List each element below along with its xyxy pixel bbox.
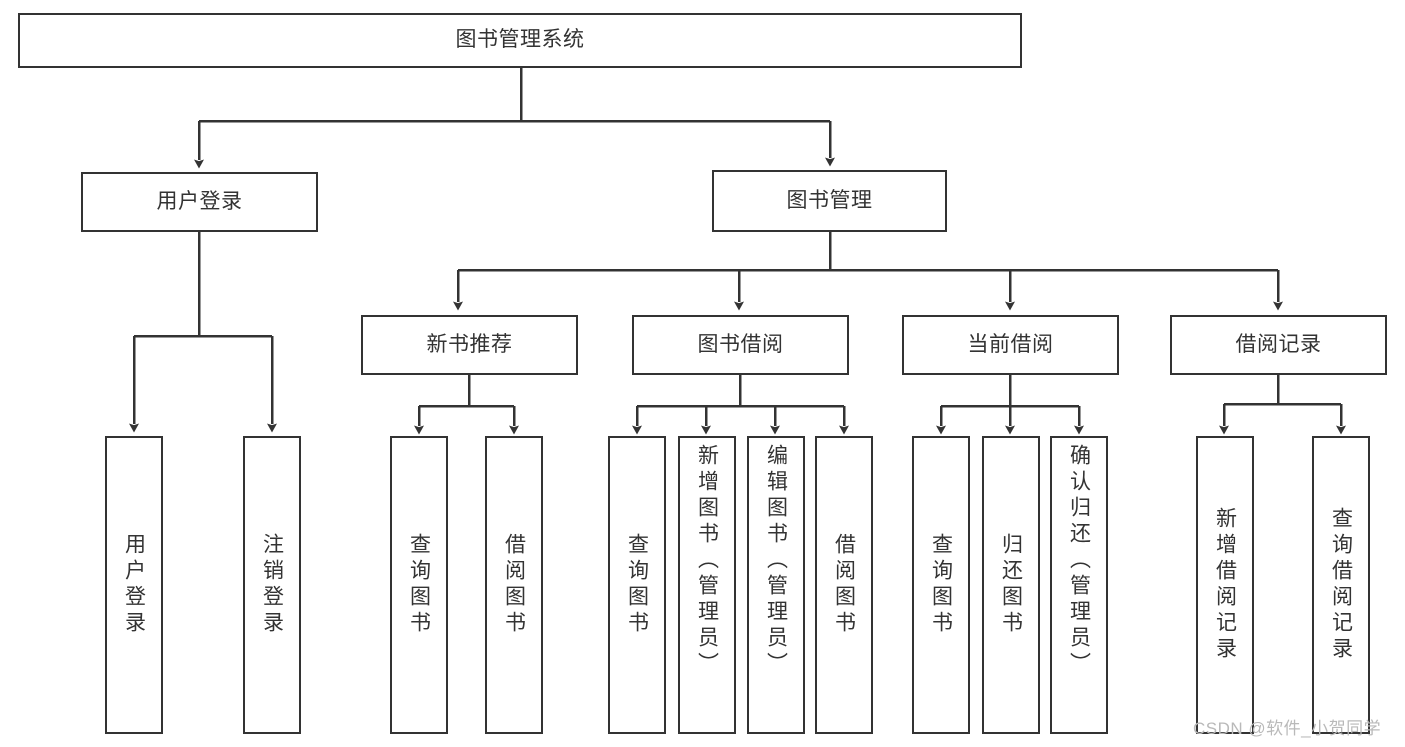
node-leaf-add-record[interactable]: 新增借阅记录	[1196, 436, 1254, 734]
node-leaf-add-record-label: 新增借阅记录	[1213, 507, 1237, 663]
node-root[interactable]: 图书管理系统	[18, 13, 1022, 68]
node-leaf-borrow-book-1[interactable]: 借阅图书	[485, 436, 543, 734]
node-current-borrow[interactable]: 当前借阅	[902, 315, 1119, 375]
node-book-management[interactable]: 图书管理	[712, 170, 947, 232]
node-current-borrow-label: 当前借阅	[967, 332, 1054, 356]
node-leaf-confirm-return-label: 确认归还（管理员）	[1067, 444, 1091, 678]
node-leaf-user-logout[interactable]: 注销登录	[243, 436, 301, 734]
node-leaf-query-book-2-label: 查询图书	[625, 533, 649, 637]
node-leaf-query-book-1-label: 查询图书	[407, 533, 431, 637]
node-new-book-recommend-label: 新书推荐	[426, 332, 513, 356]
node-borrow-record-label: 借阅记录	[1235, 332, 1322, 356]
node-leaf-borrow-book-1-label: 借阅图书	[502, 533, 526, 637]
node-new-book-recommend[interactable]: 新书推荐	[361, 315, 578, 375]
node-user-login-label: 用户登录	[156, 189, 243, 213]
node-book-borrow-label: 图书借阅	[697, 332, 784, 356]
node-leaf-user-logout-label: 注销登录	[260, 533, 284, 637]
node-leaf-return-book[interactable]: 归还图书	[982, 436, 1040, 734]
node-leaf-user-login[interactable]: 用户登录	[105, 436, 163, 734]
node-leaf-query-record-label: 查询借阅记录	[1329, 507, 1353, 663]
node-leaf-add-book[interactable]: 新增图书（管理员）	[678, 436, 736, 734]
node-leaf-confirm-return[interactable]: 确认归还（管理员）	[1050, 436, 1108, 734]
node-leaf-borrow-book-2[interactable]: 借阅图书	[815, 436, 873, 734]
node-leaf-query-record[interactable]: 查询借阅记录	[1312, 436, 1370, 734]
node-leaf-query-book-2[interactable]: 查询图书	[608, 436, 666, 734]
node-book-borrow[interactable]: 图书借阅	[632, 315, 849, 375]
node-leaf-query-book-3-label: 查询图书	[929, 533, 953, 637]
node-leaf-edit-book[interactable]: 编辑图书（管理员）	[747, 436, 805, 734]
node-borrow-record[interactable]: 借阅记录	[1170, 315, 1387, 375]
node-leaf-query-book-3[interactable]: 查询图书	[912, 436, 970, 734]
node-leaf-query-book-1[interactable]: 查询图书	[390, 436, 448, 734]
node-user-login[interactable]: 用户登录	[81, 172, 318, 232]
node-leaf-user-login-label: 用户登录	[122, 533, 146, 637]
node-leaf-borrow-book-2-label: 借阅图书	[832, 533, 856, 637]
node-leaf-add-book-label: 新增图书（管理员）	[695, 444, 719, 678]
node-root-label: 图书管理系统	[455, 28, 585, 52]
node-leaf-edit-book-label: 编辑图书（管理员）	[764, 444, 788, 678]
node-leaf-return-book-label: 归还图书	[999, 533, 1023, 637]
node-book-management-label: 图书管理	[786, 188, 873, 212]
